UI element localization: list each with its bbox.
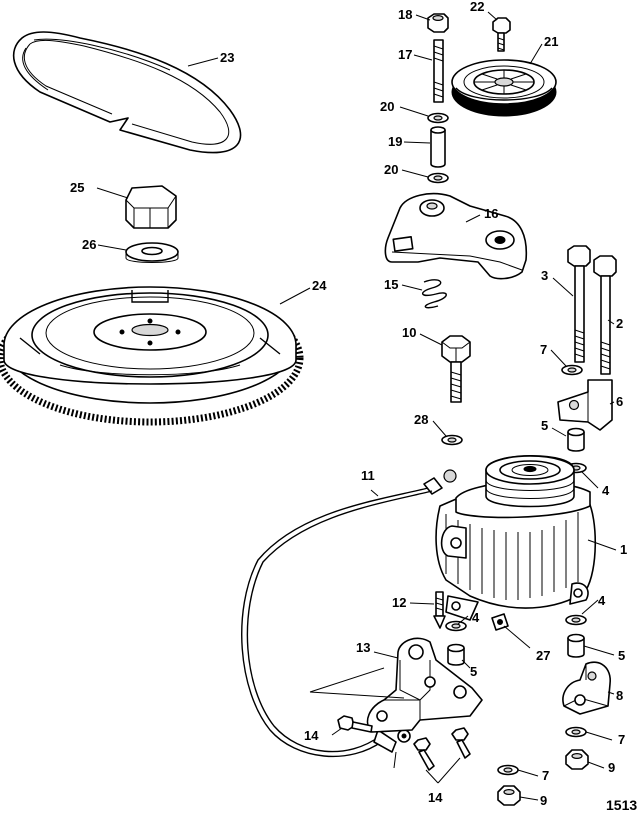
callout-19: 19 [388,134,402,149]
pulley-bolt [492,17,511,52]
callout-14a: 14 [304,728,319,743]
spacer-washer-lower [427,172,449,184]
flywheel [0,286,304,426]
callout-4a: 4 [602,483,610,498]
washer-7-lower-middle [497,764,519,776]
callout-14b: 14 [428,790,443,805]
callout-23: 23 [220,50,234,65]
callout-7b: 7 [542,768,549,783]
callout-27: 27 [536,648,550,663]
callout-4b: 4 [598,593,606,608]
alternator [435,454,597,621]
flywheel-washer [125,242,179,263]
bushing-5-upper [567,427,585,452]
stud [433,39,444,103]
callout-15: 15 [384,277,398,292]
nut-9-lower-middle [497,785,521,806]
bushing-5-lower [447,643,465,666]
stud-nut [427,13,449,33]
washer-28 [441,434,463,446]
callout-24: 24 [312,278,327,293]
callout-28: 28 [414,412,428,427]
callout-7a: 7 [540,342,547,357]
mounting-bolt [441,335,471,403]
callout-25: 25 [70,180,84,195]
callout-6: 6 [616,394,623,409]
bolt-14-left [337,715,373,733]
flywheel-nut [125,185,177,229]
washer-7-right [565,726,587,738]
callout-labels: 23 25 26 24 18 22 17 21 20 19 20 16 15 3… [70,0,637,813]
nut-9-right [565,749,589,770]
callout-9a: 9 [608,760,615,775]
bracket-8 [562,661,611,715]
callout-1: 1 [620,542,627,557]
bushing-5-right [567,633,585,658]
spacer-washer-upper [427,112,449,124]
tension-spring [422,279,447,309]
callout-8: 8 [616,688,623,703]
callout-7c: 7 [618,732,625,747]
callout-16: 16 [484,206,498,221]
spacer-sleeve [430,126,446,168]
callout-4c: 4 [472,610,480,625]
callout-21: 21 [544,34,558,49]
adjust-screw [433,591,446,629]
callout-10: 10 [402,325,416,340]
long-bolt-2 [593,255,617,375]
callout-20b: 20 [384,162,398,177]
long-bolt-3 [567,245,591,363]
leader-lines [96,11,617,801]
callout-22: 22 [470,0,484,14]
callout-5c: 5 [618,648,625,663]
callout-12: 12 [392,595,406,610]
bolt-14-right [451,727,471,759]
callout-2: 2 [616,316,623,331]
idler-pulley [451,59,557,117]
callout-5a: 5 [541,418,548,433]
lower-bracket [366,637,483,733]
bolt-14-middle [413,737,435,771]
washer-7-upper [561,364,583,376]
callout-5b: 5 [470,664,477,679]
callout-11: 11 [361,468,375,483]
mounting-bracket-6 [557,379,613,431]
callout-26: 26 [82,237,96,252]
callout-18: 18 [398,7,412,22]
callout-17: 17 [398,47,412,62]
callout-9b: 9 [540,793,547,808]
washer-4-lower [445,620,467,632]
callout-20a: 20 [380,99,394,114]
drive-belt [12,31,242,154]
callout-13: 13 [356,640,370,655]
figure-reference: 1513 [606,797,637,813]
callout-3: 3 [541,268,548,283]
washer-4-right [565,614,587,626]
idler-bracket [384,192,528,280]
ground-cable [241,469,457,758]
